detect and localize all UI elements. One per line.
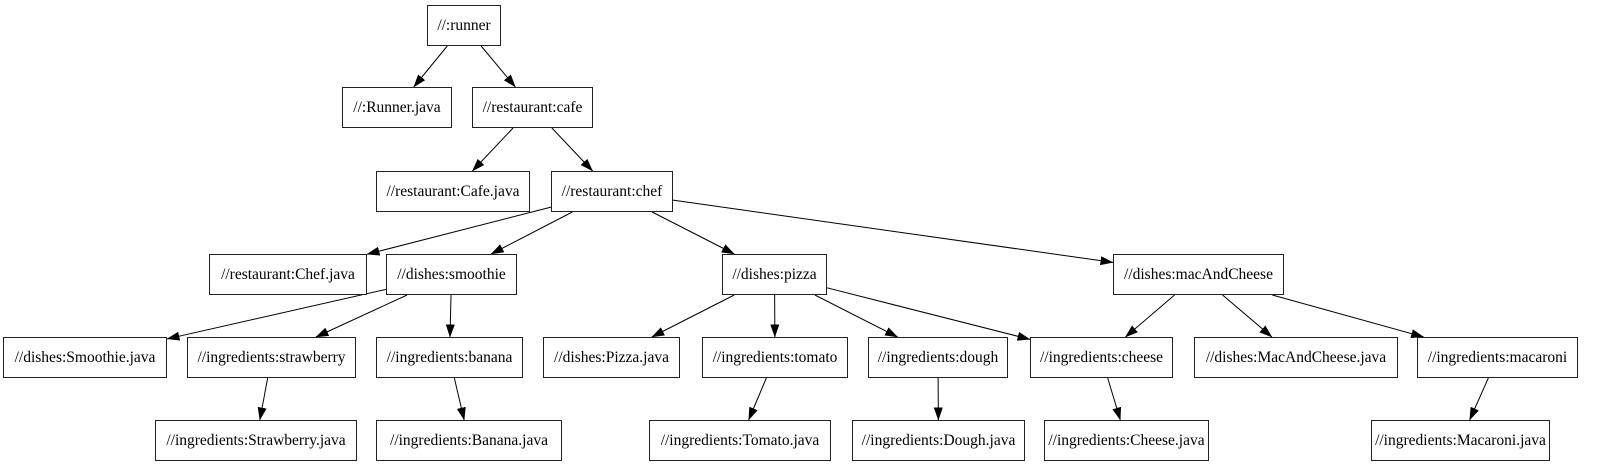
edge-macandcheese-to-cheese: [1125, 294, 1175, 338]
edge-macandcheese-to-macandcheese-java: [1222, 294, 1273, 338]
graph-node-cafe-java: //restaurant:Cafe.java: [376, 171, 530, 212]
graph-node-macandcheese: //dishes:macAndCheese: [1113, 254, 1284, 295]
edge-macandcheese-to-macaroni: [1272, 294, 1425, 338]
graph-node-cafe: //restaurant:cafe: [472, 87, 593, 128]
graph-node-banana-java: //ingredients:Banana.java: [376, 420, 562, 461]
edge-cafe-to-chef: [551, 127, 593, 172]
graph-node-chef: //restaurant:chef: [551, 171, 673, 212]
edge-banana-to-banana-java: [453, 377, 466, 421]
graph-node-banana: //ingredients:banana: [376, 337, 523, 378]
graph-node-cheese: //ingredients:cheese: [1030, 337, 1173, 378]
graph-node-runner-java: //:Runner.java: [342, 87, 452, 128]
graph-node-macandcheese-java: //dishes:MacAndCheese.java: [1194, 337, 1398, 378]
graph-node-macaroni-java: //ingredients:Macaroni.java: [1371, 420, 1550, 461]
graph-node-macaroni: //ingredients:macaroni: [1417, 337, 1578, 378]
graph-node-dough-java: //ingredients:Dough.java: [852, 420, 1025, 461]
graph-node-tomato-java: //ingredients:Tomato.java: [649, 420, 831, 461]
edge-strawberry-to-strawberry-java: [257, 377, 269, 421]
edge-smoothie-to-banana: [445, 294, 455, 338]
graph-node-cheese-java: //ingredients:Cheese.java: [1044, 420, 1209, 461]
edge-macaroni-to-macaroni-java: [1469, 377, 1489, 421]
edge-pizza-to-pizza-java: [651, 294, 735, 338]
graph-node-tomato: //ingredients:tomato: [702, 337, 848, 378]
edge-cheese-to-cheese-java: [1107, 377, 1122, 421]
graph-node-smoothie: //dishes:smoothie: [386, 254, 517, 295]
edge-cafe-to-cafe-java: [472, 127, 514, 172]
edge-smoothie-to-smoothie-java: [166, 288, 387, 341]
edge-runner-to-runner-java: [413, 45, 448, 88]
graph-node-strawberry-java: //ingredients:Strawberry.java: [155, 420, 357, 461]
edge-chef-to-chef-java: [366, 206, 552, 256]
graph-node-dough: //ingredients:dough: [868, 337, 1008, 378]
edge-smoothie-to-strawberry: [315, 294, 408, 338]
edge-pizza-to-cheese: [826, 287, 1031, 341]
edge-tomato-to-tomato-java: [748, 377, 767, 421]
graph-node-chef-java: //restaurant:Chef.java: [209, 254, 367, 295]
graph-node-pizza: //dishes:pizza: [722, 254, 827, 295]
edge-chef-to-pizza: [651, 211, 735, 255]
graph-node-smoothie-java: //dishes:Smoothie.java: [3, 337, 167, 378]
edge-chef-to-smoothie: [490, 211, 573, 255]
edge-runner-to-cafe: [480, 45, 516, 88]
graph-node-pizza-java: //dishes:Pizza.java: [543, 337, 680, 378]
graph-node-runner: //:runner: [427, 5, 501, 46]
edge-pizza-to-dough: [814, 294, 899, 338]
graph-node-strawberry: //ingredients:strawberry: [187, 337, 356, 378]
